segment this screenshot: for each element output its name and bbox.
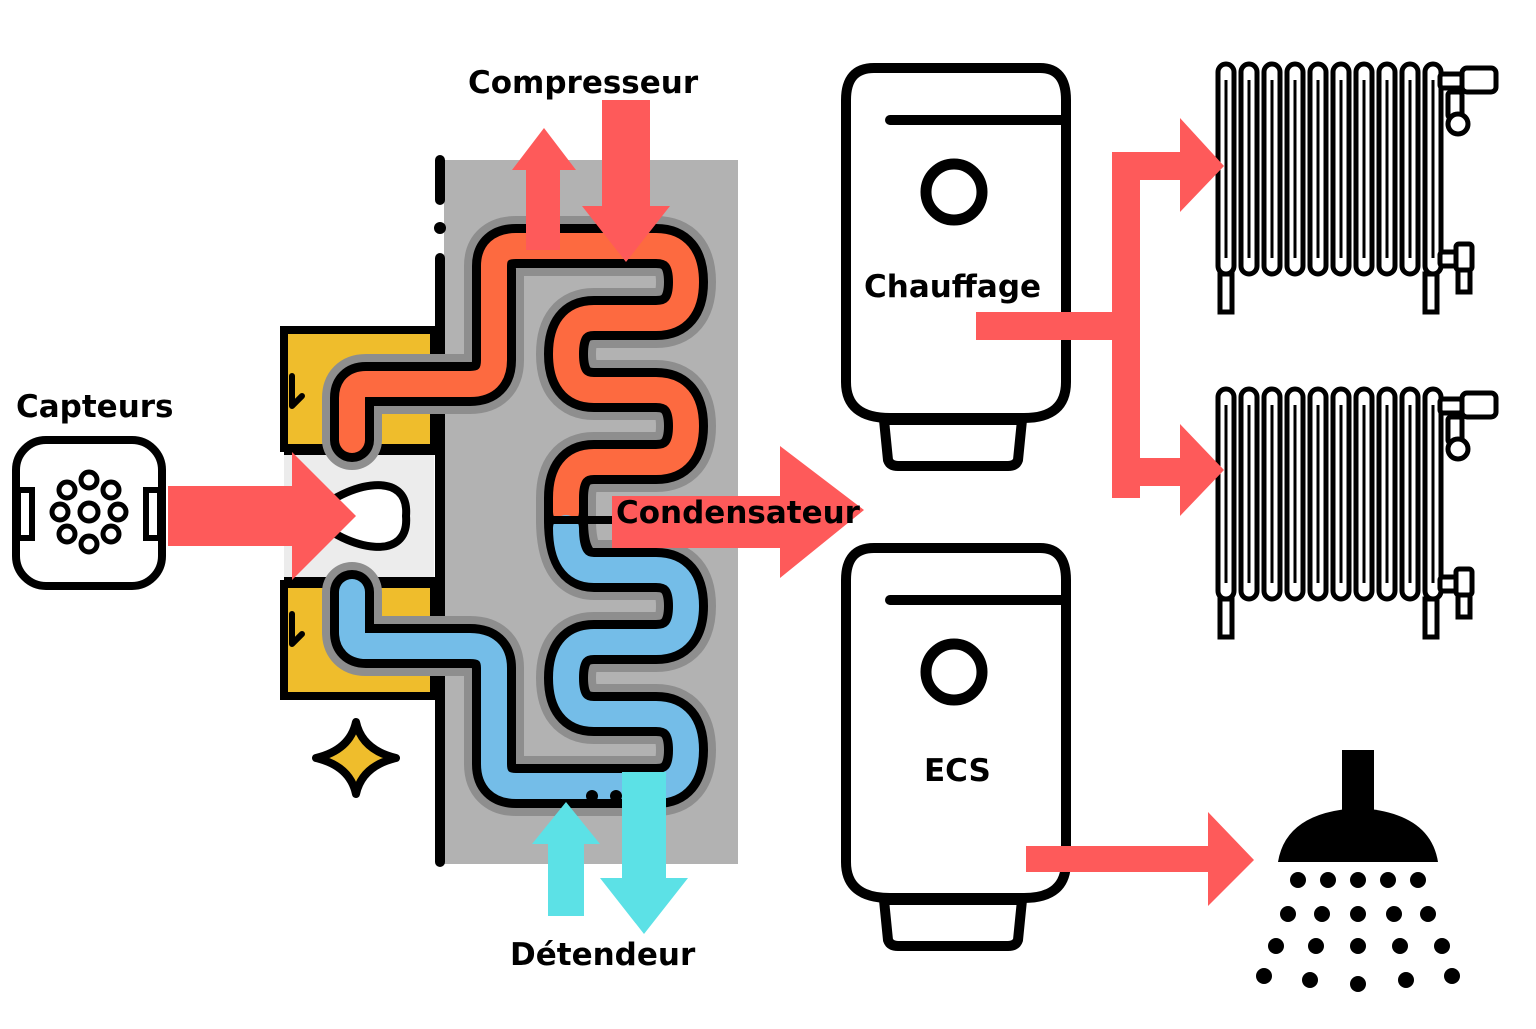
arrow-right-icon <box>1112 118 1224 212</box>
label-heating: Chauffage <box>864 269 1042 305</box>
arrow-down-icon <box>582 100 670 262</box>
label-sensors: Capteurs <box>16 389 174 425</box>
arrow-up-icon <box>532 802 600 916</box>
expansion-arrows <box>532 772 688 934</box>
label-compressor: Compresseur <box>468 65 699 101</box>
arrow-down-icon <box>600 772 688 934</box>
radiator-icon <box>1218 64 1496 312</box>
heat-exchanger <box>280 155 738 867</box>
radiator-icon <box>1218 389 1496 637</box>
arrow-down-icon <box>289 373 305 409</box>
hot-pipe <box>339 233 699 525</box>
arrow-right-icon <box>1112 424 1224 516</box>
water-tank-icon <box>846 548 1066 946</box>
arrow-right-icon <box>168 452 356 580</box>
sparkle-icon <box>312 718 400 798</box>
label-dhw: ECS <box>924 753 991 789</box>
cold-pipe <box>339 515 699 799</box>
arrow-down-icon <box>289 611 305 647</box>
flow-arrows <box>168 100 1254 906</box>
arrow-up-icon <box>512 128 576 250</box>
arrow-right-icon <box>612 446 864 578</box>
water-tank-icon <box>846 68 1066 466</box>
arrow-right-icon <box>1026 812 1254 906</box>
capteur-icon <box>12 436 166 590</box>
shower-icon <box>1256 750 1460 992</box>
label-expansion-valve: Détendeur <box>510 937 696 973</box>
label-condenser: Condensateur <box>616 495 860 531</box>
